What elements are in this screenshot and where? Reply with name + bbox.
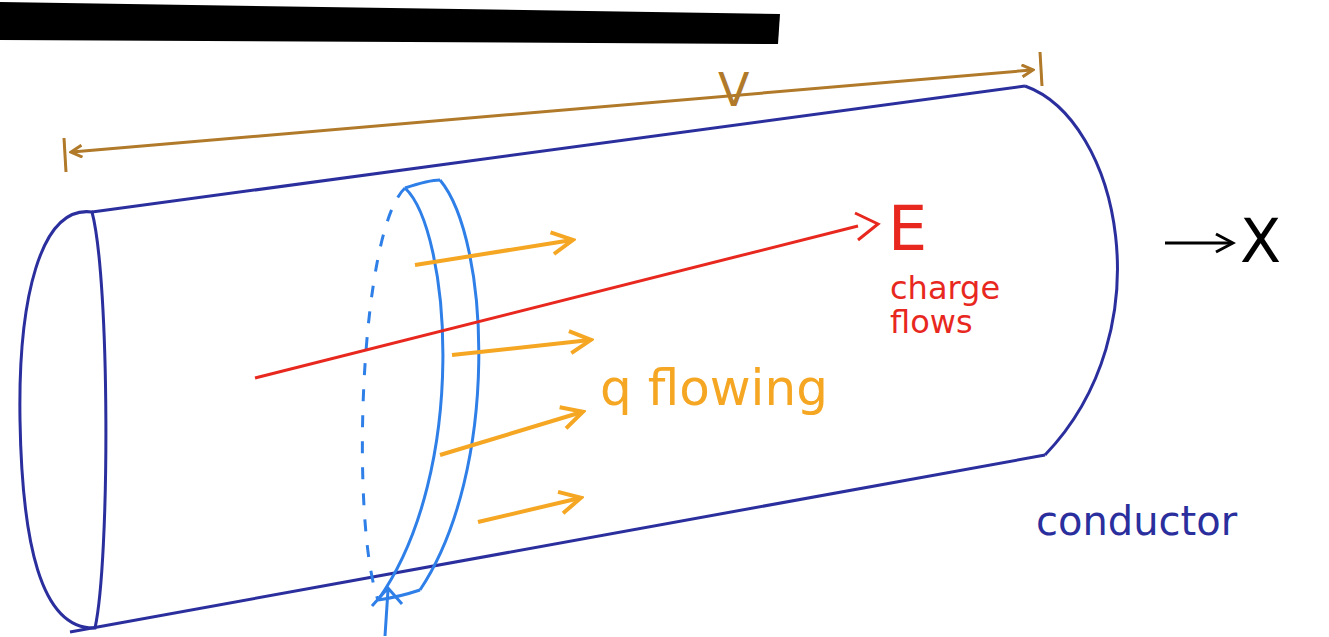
conductor-cylinder xyxy=(20,86,1118,632)
cross-section-slice xyxy=(362,180,478,600)
charge-flow-arrows xyxy=(415,240,590,522)
slice-pointer xyxy=(372,588,402,636)
field-label: E xyxy=(888,196,927,261)
conductor-label: conductor xyxy=(1036,500,1237,542)
charge-label: q flowing xyxy=(600,362,828,415)
voltage-span-arrow xyxy=(64,52,1042,172)
axis-label: X xyxy=(1240,210,1281,273)
voltage-label: V xyxy=(718,66,749,114)
axis-arrow xyxy=(1165,242,1232,245)
flow-note: charge flows xyxy=(890,272,1010,339)
field-arrowhead xyxy=(855,213,878,240)
redaction-bar xyxy=(0,2,780,44)
field-line xyxy=(255,226,858,378)
